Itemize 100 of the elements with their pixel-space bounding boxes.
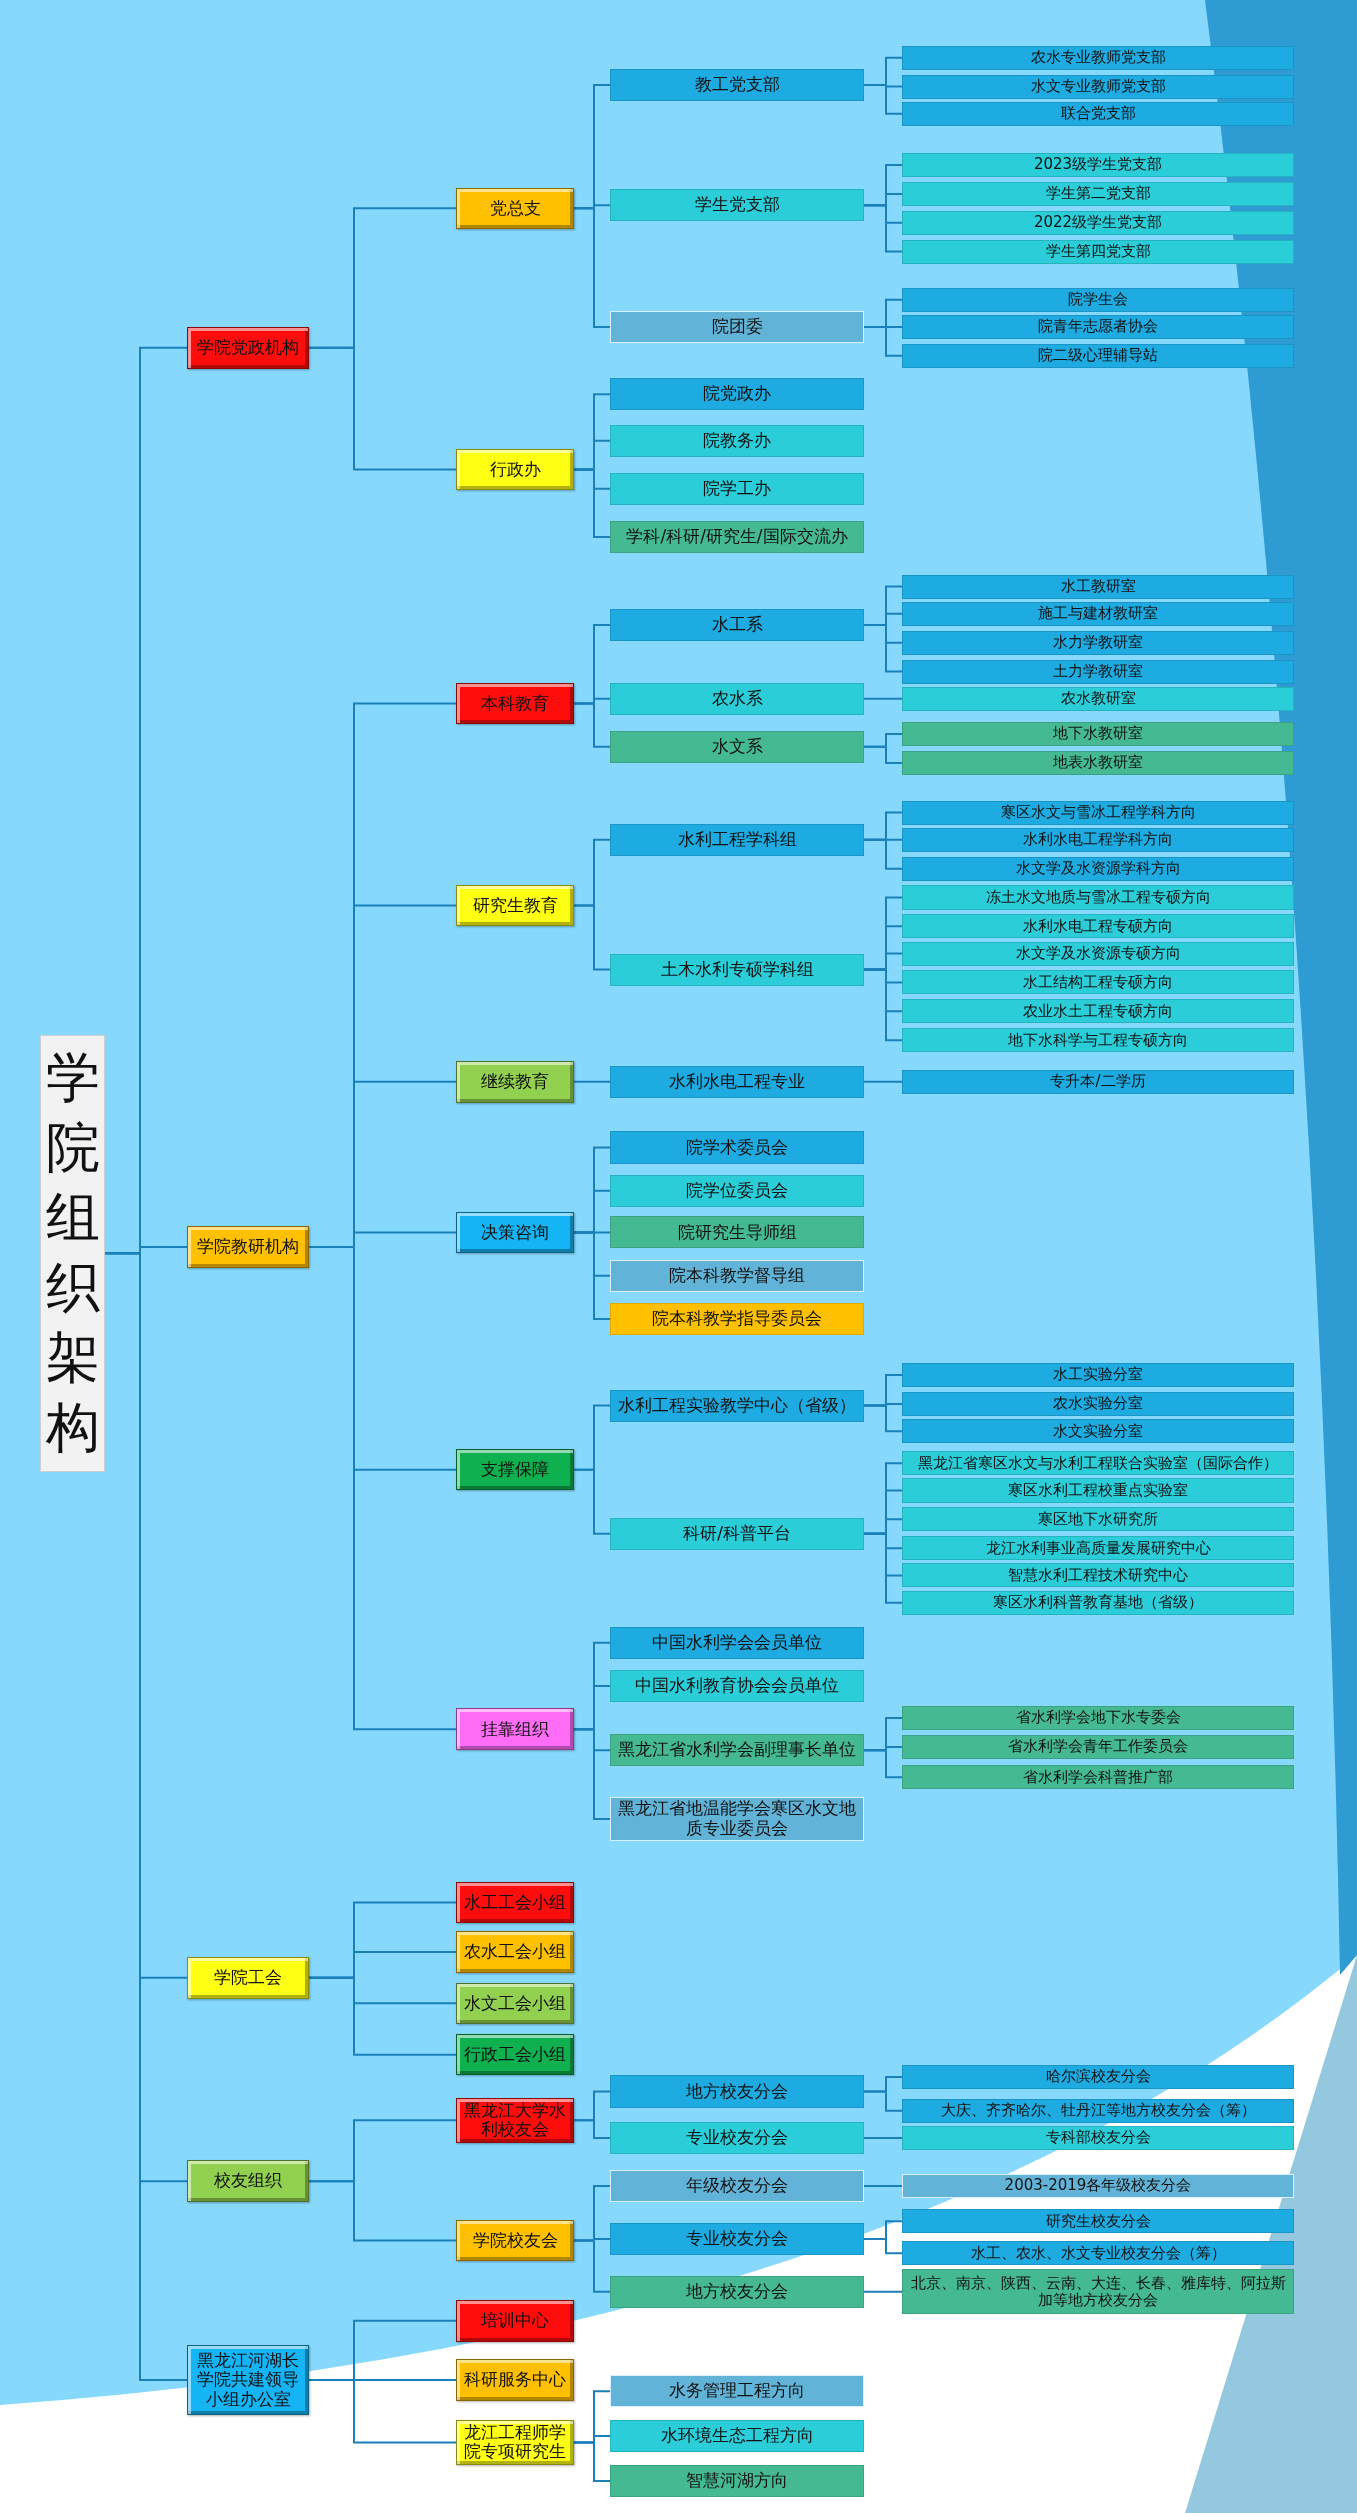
unit-box: 农水专业教师党支部 <box>902 45 1294 70</box>
unit-box: 水工教研室 <box>902 574 1294 599</box>
connector-line <box>573 207 611 328</box>
unit-box: 水工工会小组 <box>456 1881 574 1924</box>
connector-line <box>863 1404 903 1433</box>
unit-box: 院研究生导师组 <box>610 1216 864 1249</box>
unit-box: 水文系 <box>610 730 864 763</box>
connector-line <box>863 2185 903 2188</box>
unit-box: 院学位委员会 <box>610 1174 864 1207</box>
unit-box: 院本科教学指导委员会 <box>610 1302 864 1335</box>
unit-box: 智慧水利工程技术研究中心 <box>902 1563 1294 1588</box>
unit-box: 院学生会 <box>902 287 1294 312</box>
unit-box: 学生党支部 <box>610 189 864 222</box>
unit-box: 学院工会 <box>187 1956 309 1999</box>
unit-box: 黑龙江省水利学会副理事长单位 <box>610 1734 864 1767</box>
unit-box: 院本科教学督导组 <box>610 1259 864 1292</box>
unit-box: 挂靠组织 <box>456 1708 574 1751</box>
unit-box: 院青年志愿者协会 <box>902 314 1294 339</box>
unit-box: 行政办 <box>456 448 574 491</box>
unit-box: 水利工程学科组 <box>610 823 864 856</box>
unit-box: 院教务办 <box>610 424 864 457</box>
connector-line <box>573 2441 611 2482</box>
unit-box: 冻土水文地质与雪冰工程专硕方向 <box>902 885 1294 910</box>
unit-box: 院党政办 <box>610 378 864 411</box>
connector-line <box>863 1080 903 1083</box>
unit-box: 寒区水利工程校重点实验室 <box>902 1478 1294 1503</box>
unit-box: 本科教育 <box>456 682 574 725</box>
connector-line <box>104 1252 188 2381</box>
unit-box: 水文专业教师党支部 <box>902 74 1294 99</box>
connector-line <box>863 325 903 357</box>
connector-line <box>308 346 457 471</box>
unit-box: 地方校友分会 <box>610 2075 864 2108</box>
unit-box: 水务管理工程方向 <box>610 2375 864 2408</box>
unit-box: 学生第四党支部 <box>902 239 1294 264</box>
connector-line <box>573 2119 611 2139</box>
unit-box: 专业校友分会 <box>610 2121 864 2154</box>
unit-box: 农水系 <box>610 682 864 715</box>
unit-box: 水文学及水资源专硕方向 <box>902 941 1294 966</box>
unit-box: 水利工程实验教学中心（省级） <box>610 1389 864 1422</box>
unit-box: 水利水电工程专业 <box>610 1065 864 1098</box>
unit-box: 地方校友分会 <box>610 2275 864 2308</box>
connector-line <box>863 1532 903 1604</box>
unit-box: 水文实验分室 <box>902 1419 1294 1444</box>
unit-box: 施工与建材教研室 <box>902 601 1294 626</box>
unit-box: 学科/科研/研究生/国际交流办 <box>610 520 864 553</box>
unit-box: 水工系 <box>610 609 864 642</box>
unit-box: 水力学教研室 <box>902 630 1294 655</box>
unit-box: 水文学及水资源学科方向 <box>902 856 1294 881</box>
unit-box: 中国水利教育协会会员单位 <box>610 1670 864 1703</box>
unit-box: 地下水教研室 <box>902 722 1294 747</box>
connector-line <box>863 2237 903 2255</box>
unit-box: 省水利学会地下水专委会 <box>902 1706 1294 1731</box>
title-box: 学院组织架构 <box>40 1034 105 1473</box>
unit-box: 龙江工程师学院专项研究生 <box>456 2420 574 2465</box>
unit-box: 行政工会小组 <box>456 2033 574 2076</box>
unit-box: 科研服务中心 <box>456 2359 574 2401</box>
connector-line <box>863 968 903 1042</box>
connector-line <box>863 624 903 673</box>
unit-box: 党总支 <box>456 187 574 230</box>
connector-line <box>573 1728 611 1821</box>
unit-box: 院学工办 <box>610 472 864 505</box>
unit-box: 院学术委员会 <box>610 1131 864 1164</box>
unit-box: 中国水利学会会员单位 <box>610 1626 864 1659</box>
unit-box: 黑龙江大学水利校友会 <box>456 2097 574 2143</box>
unit-box: 龙江水利事业高质量发展研究中心 <box>902 1536 1294 1561</box>
unit-box: 水工结构工程专硕方向 <box>902 970 1294 995</box>
unit-box: 哈尔滨校友分会 <box>902 2065 1294 2090</box>
unit-box: 寒区地下水研究所 <box>902 1507 1294 1532</box>
connector-line <box>863 745 903 764</box>
unit-box: 研究生教育 <box>456 884 574 927</box>
connector-line <box>573 904 611 971</box>
unit-box: 省水利学会青年工作委员会 <box>902 1734 1294 1759</box>
connector-line <box>573 2239 611 2293</box>
unit-box: 水利水电工程专硕方向 <box>902 914 1294 939</box>
unit-box: 2023级学生党支部 <box>902 153 1294 178</box>
unit-box: 决策咨询 <box>456 1211 574 1254</box>
unit-box: 2022级学生党支部 <box>902 210 1294 235</box>
unit-box: 2003-2019各年级校友分会 <box>902 2174 1294 2199</box>
connector-line <box>863 204 903 253</box>
unit-box: 培训中心 <box>456 2299 574 2342</box>
unit-box: 水利水电工程学科方向 <box>902 827 1294 852</box>
unit-box: 年级校友分会 <box>610 2170 864 2203</box>
unit-box: 学院党政机构 <box>187 326 309 369</box>
unit-box: 水工实验分室 <box>902 1363 1294 1388</box>
unit-box: 土木水利专硕学科组 <box>610 953 864 986</box>
unit-box: 土力学教研室 <box>902 659 1294 684</box>
connector-line <box>573 1080 611 1083</box>
unit-box: 省水利学会科普推广部 <box>902 1765 1294 1790</box>
unit-box: 学院教研机构 <box>187 1226 309 1268</box>
unit-box: 水环境生态工程方向 <box>610 2420 864 2453</box>
connector-line <box>308 1976 457 2056</box>
unit-box: 专业校友分会 <box>610 2222 864 2255</box>
unit-box: 研究生校友分会 <box>902 2209 1294 2234</box>
unit-box: 寒区水文与雪冰工程学科方向 <box>902 800 1294 825</box>
connector-line <box>863 697 903 700</box>
connector-line <box>573 468 611 538</box>
unit-box: 农水实验分室 <box>902 1391 1294 1416</box>
unit-box: 教工党支部 <box>610 68 864 101</box>
connector-line <box>863 838 903 870</box>
unit-box: 农水教研室 <box>902 686 1294 711</box>
